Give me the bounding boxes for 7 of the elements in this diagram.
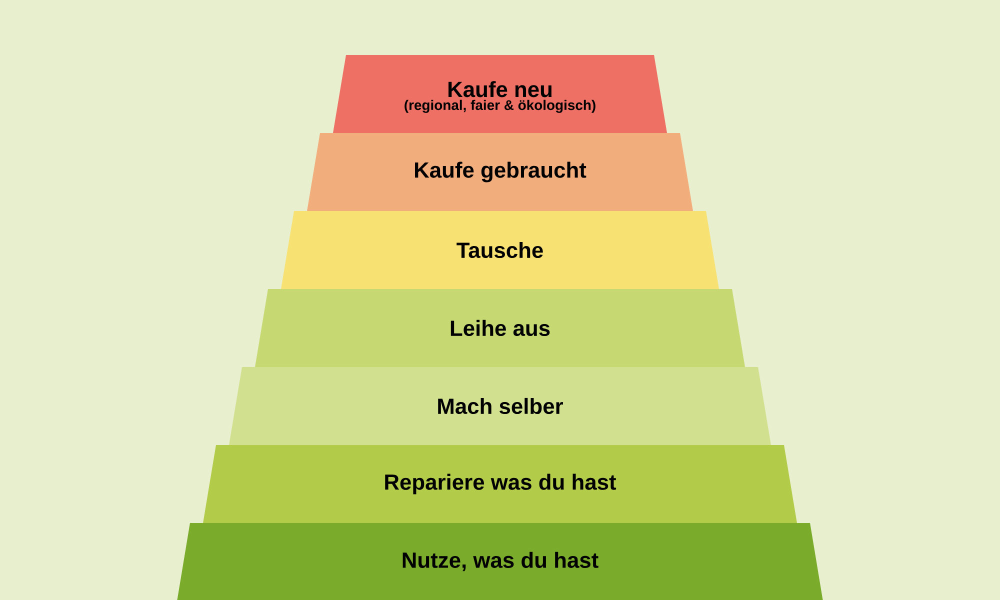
pyramid-level: Kaufe neu (regional, faier & ökologisch) xyxy=(333,55,667,133)
pyramid-level: Tausche xyxy=(281,211,719,289)
pyramid-level: Kaufe gebraucht xyxy=(307,133,693,211)
pyramid-level: Nutze, was du hast xyxy=(177,523,823,600)
pyramid-level: Repariere was du hast xyxy=(203,445,797,523)
pyramid-level: Leihe aus xyxy=(255,289,745,367)
pyramid-level: Mach selber xyxy=(229,367,771,445)
